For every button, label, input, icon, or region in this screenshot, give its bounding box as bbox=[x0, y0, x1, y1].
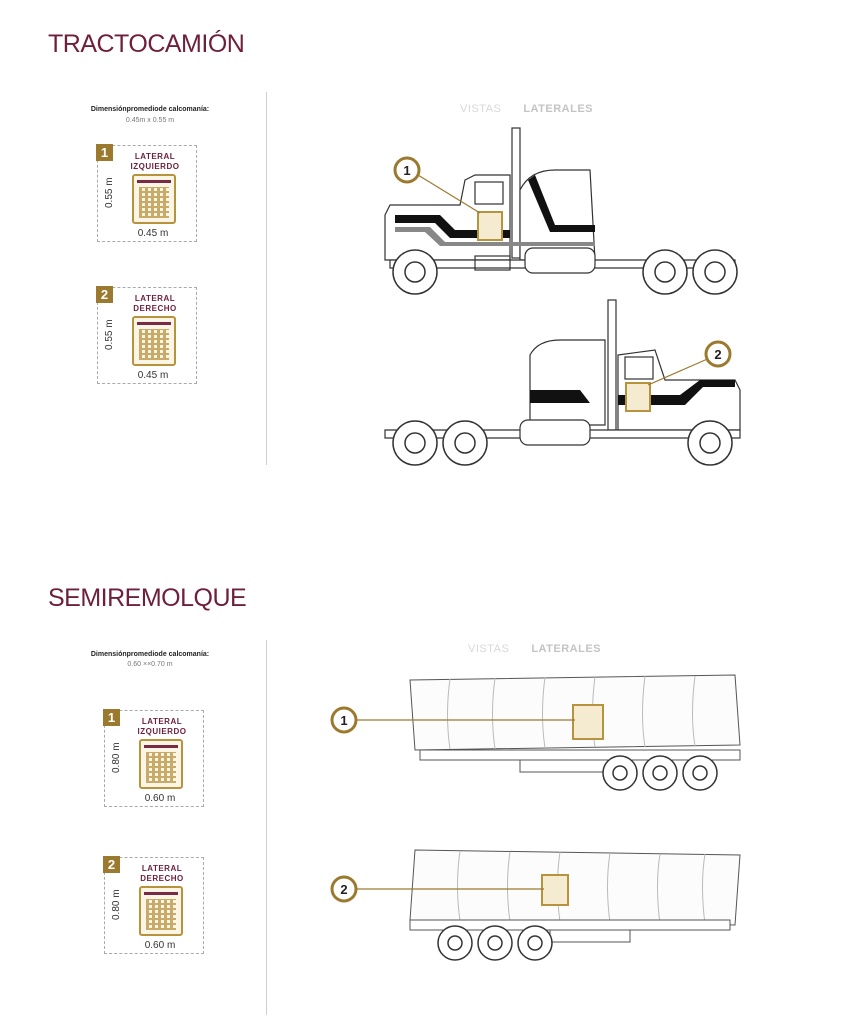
width-dimension: 0.60 m bbox=[144, 793, 176, 804]
width-dimension: 0.45 m bbox=[137, 228, 169, 239]
height-dimension: 0.55 m bbox=[104, 177, 115, 208]
callout-1: 1 bbox=[403, 163, 410, 178]
callout-2: 2 bbox=[714, 347, 721, 362]
section-title-semiremolque: SEMIREMOLQUE bbox=[48, 584, 247, 612]
views-label: VISTAS bbox=[460, 103, 502, 115]
qr-decal-icon bbox=[132, 174, 176, 224]
truck-right-side-drawing: 2 bbox=[384, 299, 741, 466]
height-dimension: 0.80 m bbox=[111, 742, 122, 773]
dimension-value: 0.60 ××0.70 m bbox=[127, 661, 173, 668]
card-number: 2 bbox=[103, 856, 120, 873]
dimension-value: 0.45m x 0.55 m bbox=[125, 117, 175, 124]
dimension-heading: Dimensiónpromediode calcomanía: bbox=[90, 651, 210, 658]
dimension-heading: Dimensiónpromediode calcomanía: bbox=[90, 106, 210, 113]
divider bbox=[266, 640, 267, 1015]
views-heading: VISTAS LATERALES bbox=[460, 103, 593, 115]
width-dimension: 0.45 m bbox=[137, 370, 169, 381]
card-number: 1 bbox=[96, 144, 113, 161]
trailer-left-side-drawing: 1 bbox=[330, 674, 741, 791]
qr-decal-icon bbox=[139, 886, 183, 936]
section-title-tractocamion: TRACTOCAMIÓN bbox=[48, 30, 245, 58]
laterales-label: LATERALES bbox=[531, 643, 601, 655]
callout-2: 2 bbox=[340, 882, 347, 897]
height-dimension: 0.55 m bbox=[104, 319, 115, 350]
height-dimension: 0.80 m bbox=[111, 889, 122, 920]
trailer-right-side-drawing: 2 bbox=[330, 849, 741, 961]
card-number: 1 bbox=[103, 709, 120, 726]
truck-left-side-drawing: 1 bbox=[384, 127, 738, 295]
qr-decal-icon bbox=[132, 316, 176, 366]
divider bbox=[266, 92, 267, 465]
qr-decal-icon bbox=[139, 739, 183, 789]
laterales-label: LATERALES bbox=[523, 103, 593, 115]
width-dimension: 0.60 m bbox=[144, 940, 176, 951]
views-heading: VISTAS LATERALES bbox=[468, 643, 601, 655]
card-number: 2 bbox=[96, 286, 113, 303]
callout-1: 1 bbox=[340, 713, 347, 728]
views-label: VISTAS bbox=[468, 643, 510, 655]
